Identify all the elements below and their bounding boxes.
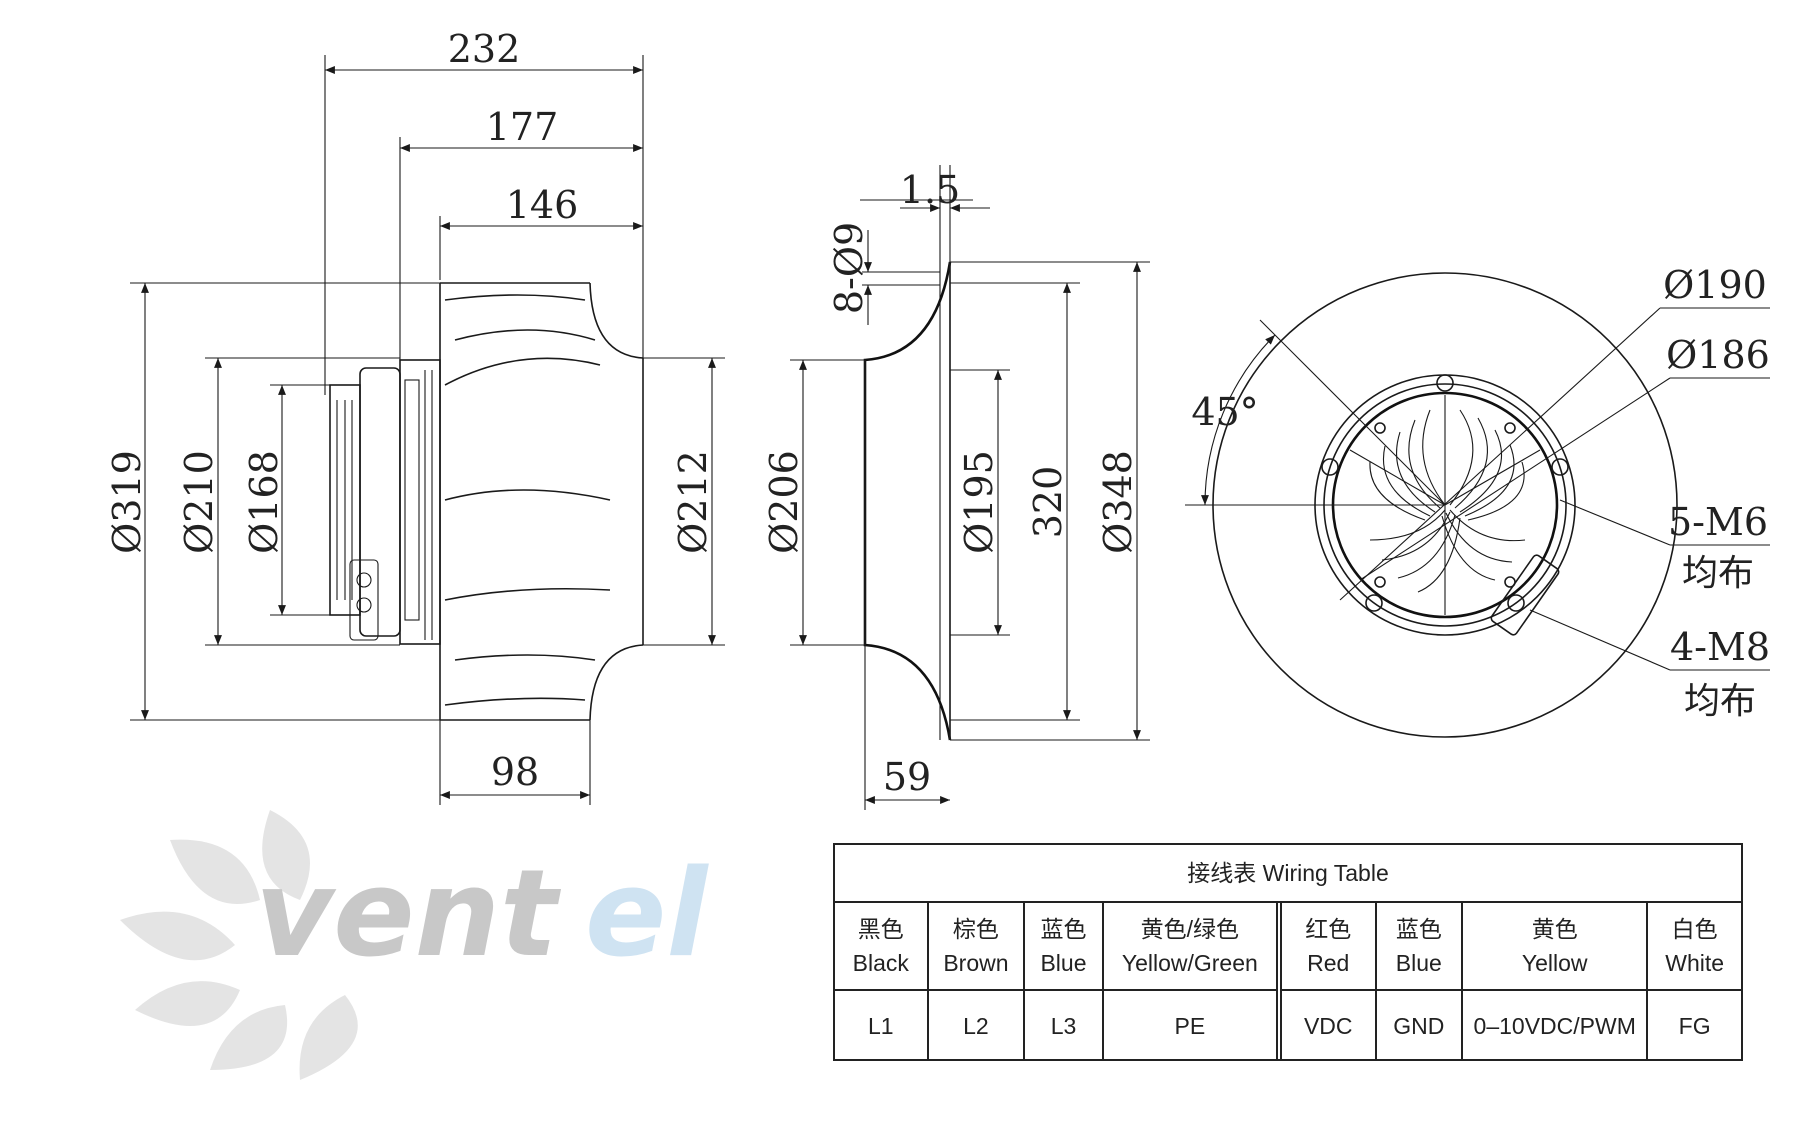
dim-thread-m6: 5-M6 <box>1668 500 1768 544</box>
dim-dia-319: Ø319 <box>105 450 149 554</box>
dim-177: 177 <box>486 105 559 149</box>
dim-dia-206: Ø206 <box>762 450 806 554</box>
dim-thread-m6-note: 均布 <box>1682 553 1754 594</box>
wire-function-cell: L3 <box>1024 990 1104 1061</box>
dim-dia-186: Ø186 <box>1666 333 1770 377</box>
wire-function-cell: L2 <box>927 990 1026 1061</box>
logo-text-el: el <box>585 845 709 984</box>
dim-320: 320 <box>1026 466 1070 539</box>
dim-thread-m8-note: 均布 <box>1684 681 1756 722</box>
wire-function-cell: L1 <box>835 990 929 1061</box>
dim-dia-212: Ø212 <box>671 450 715 554</box>
dim-146: 146 <box>506 183 579 227</box>
fan-logo-icon <box>120 810 358 1080</box>
dim-dia-168: Ø168 <box>242 450 286 554</box>
dim-thread-m8: 4-M8 <box>1670 625 1770 669</box>
dim-232: 232 <box>448 27 521 71</box>
dim-holes-8-dia-9: 8-Ø9 <box>827 222 871 314</box>
front-view: 45° Ø190 Ø186 5-M6 均布 4-M8 均布 <box>1185 263 1770 738</box>
wire-function-cell: FG <box>1678 1012 1711 1039</box>
dim-angle-45: 45° <box>1191 390 1258 434</box>
dim-dia-190: Ø190 <box>1663 263 1767 307</box>
dim-dia-210: Ø210 <box>177 450 221 554</box>
side-view: 232 177 146 Ø319 Ø210 Ø168 <box>105 27 725 805</box>
dim-dia-348: Ø348 <box>1096 450 1140 554</box>
dim-1-5: 1.5 <box>900 168 960 212</box>
wire-function-cell: PE <box>1102 990 1282 1061</box>
inlet-ring-view: 1.5 8-Ø9 Ø206 Ø195 320 Ø348 59 <box>762 165 1150 810</box>
wiring-table-title: 接线表 Wiring Table <box>835 845 1741 903</box>
ventel-logo: vent el <box>120 810 709 1080</box>
dim-98: 98 <box>491 750 539 794</box>
wire-function-cell: 0–10VDC/PWM <box>1462 990 1649 1061</box>
dim-59: 59 <box>883 755 931 799</box>
logo-text-vent: vent <box>255 845 562 984</box>
dim-dia-195: Ø195 <box>957 450 1001 554</box>
wiring-value-row: L1 L2 L3 PE VDC GND 0–10VDC/PWM FG <box>835 990 1741 1061</box>
wire-function-cell: GND <box>1375 990 1464 1061</box>
wire-function-cell: VDC <box>1278 990 1377 1061</box>
